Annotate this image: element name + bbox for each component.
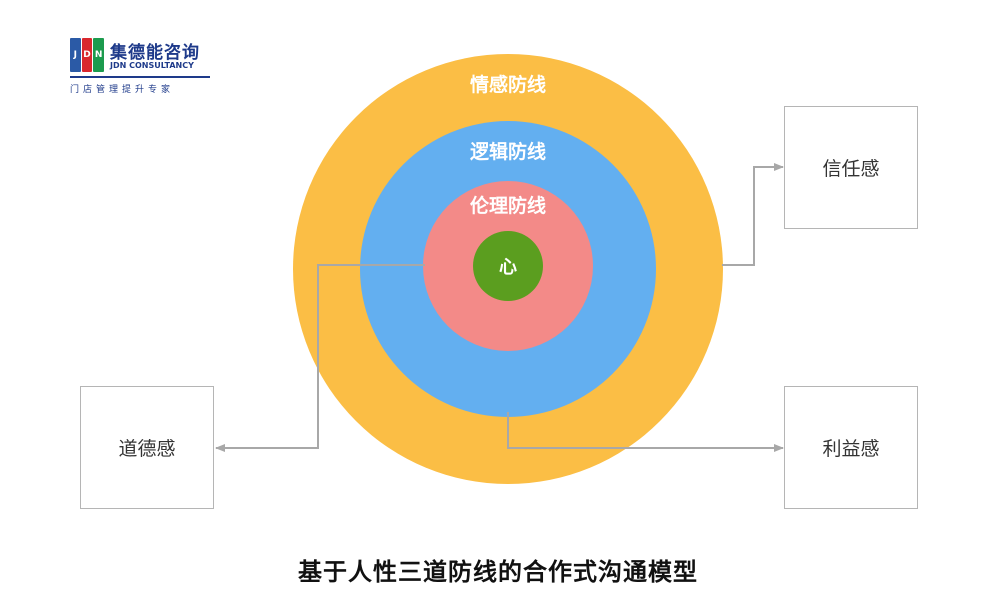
outcome-box-benefit: 利益感: [784, 386, 918, 509]
jdn-logo-mark: J D N: [70, 38, 105, 72]
ring-label-logical: 逻辑防线: [470, 140, 546, 163]
ring-label-emotional: 情感防线: [470, 73, 546, 96]
logo-letter-j: J: [70, 38, 81, 72]
logo-divider: [70, 76, 210, 78]
logo-name-cn: 集德能咨询: [110, 43, 200, 63]
logo-letter-d: D: [81, 38, 93, 72]
logo-slogan: 门店管理提升专家: [70, 85, 175, 95]
ring-heart-core: [473, 231, 543, 301]
outcome-box-trust: 信任感: [784, 106, 918, 229]
connector-to-benefit: [507, 412, 784, 452]
diagram-caption: 基于人性三道防线的合作式沟通模型: [298, 558, 698, 586]
outcome-box-moral: 道德感: [80, 386, 214, 509]
connector-to-trust: [722, 163, 784, 266]
company-logo: J D N 集德能咨询 JDN CONSULTANCY 门店管理提升专家: [70, 38, 230, 98]
logo-name-en: JDN CONSULTANCY: [110, 61, 194, 70]
logo-letter-n: N: [93, 38, 105, 72]
connector-to-moral: [215, 264, 425, 452]
ring-label-heart: 心: [499, 257, 517, 278]
ring-label-ethical: 伦理防线: [470, 194, 546, 217]
